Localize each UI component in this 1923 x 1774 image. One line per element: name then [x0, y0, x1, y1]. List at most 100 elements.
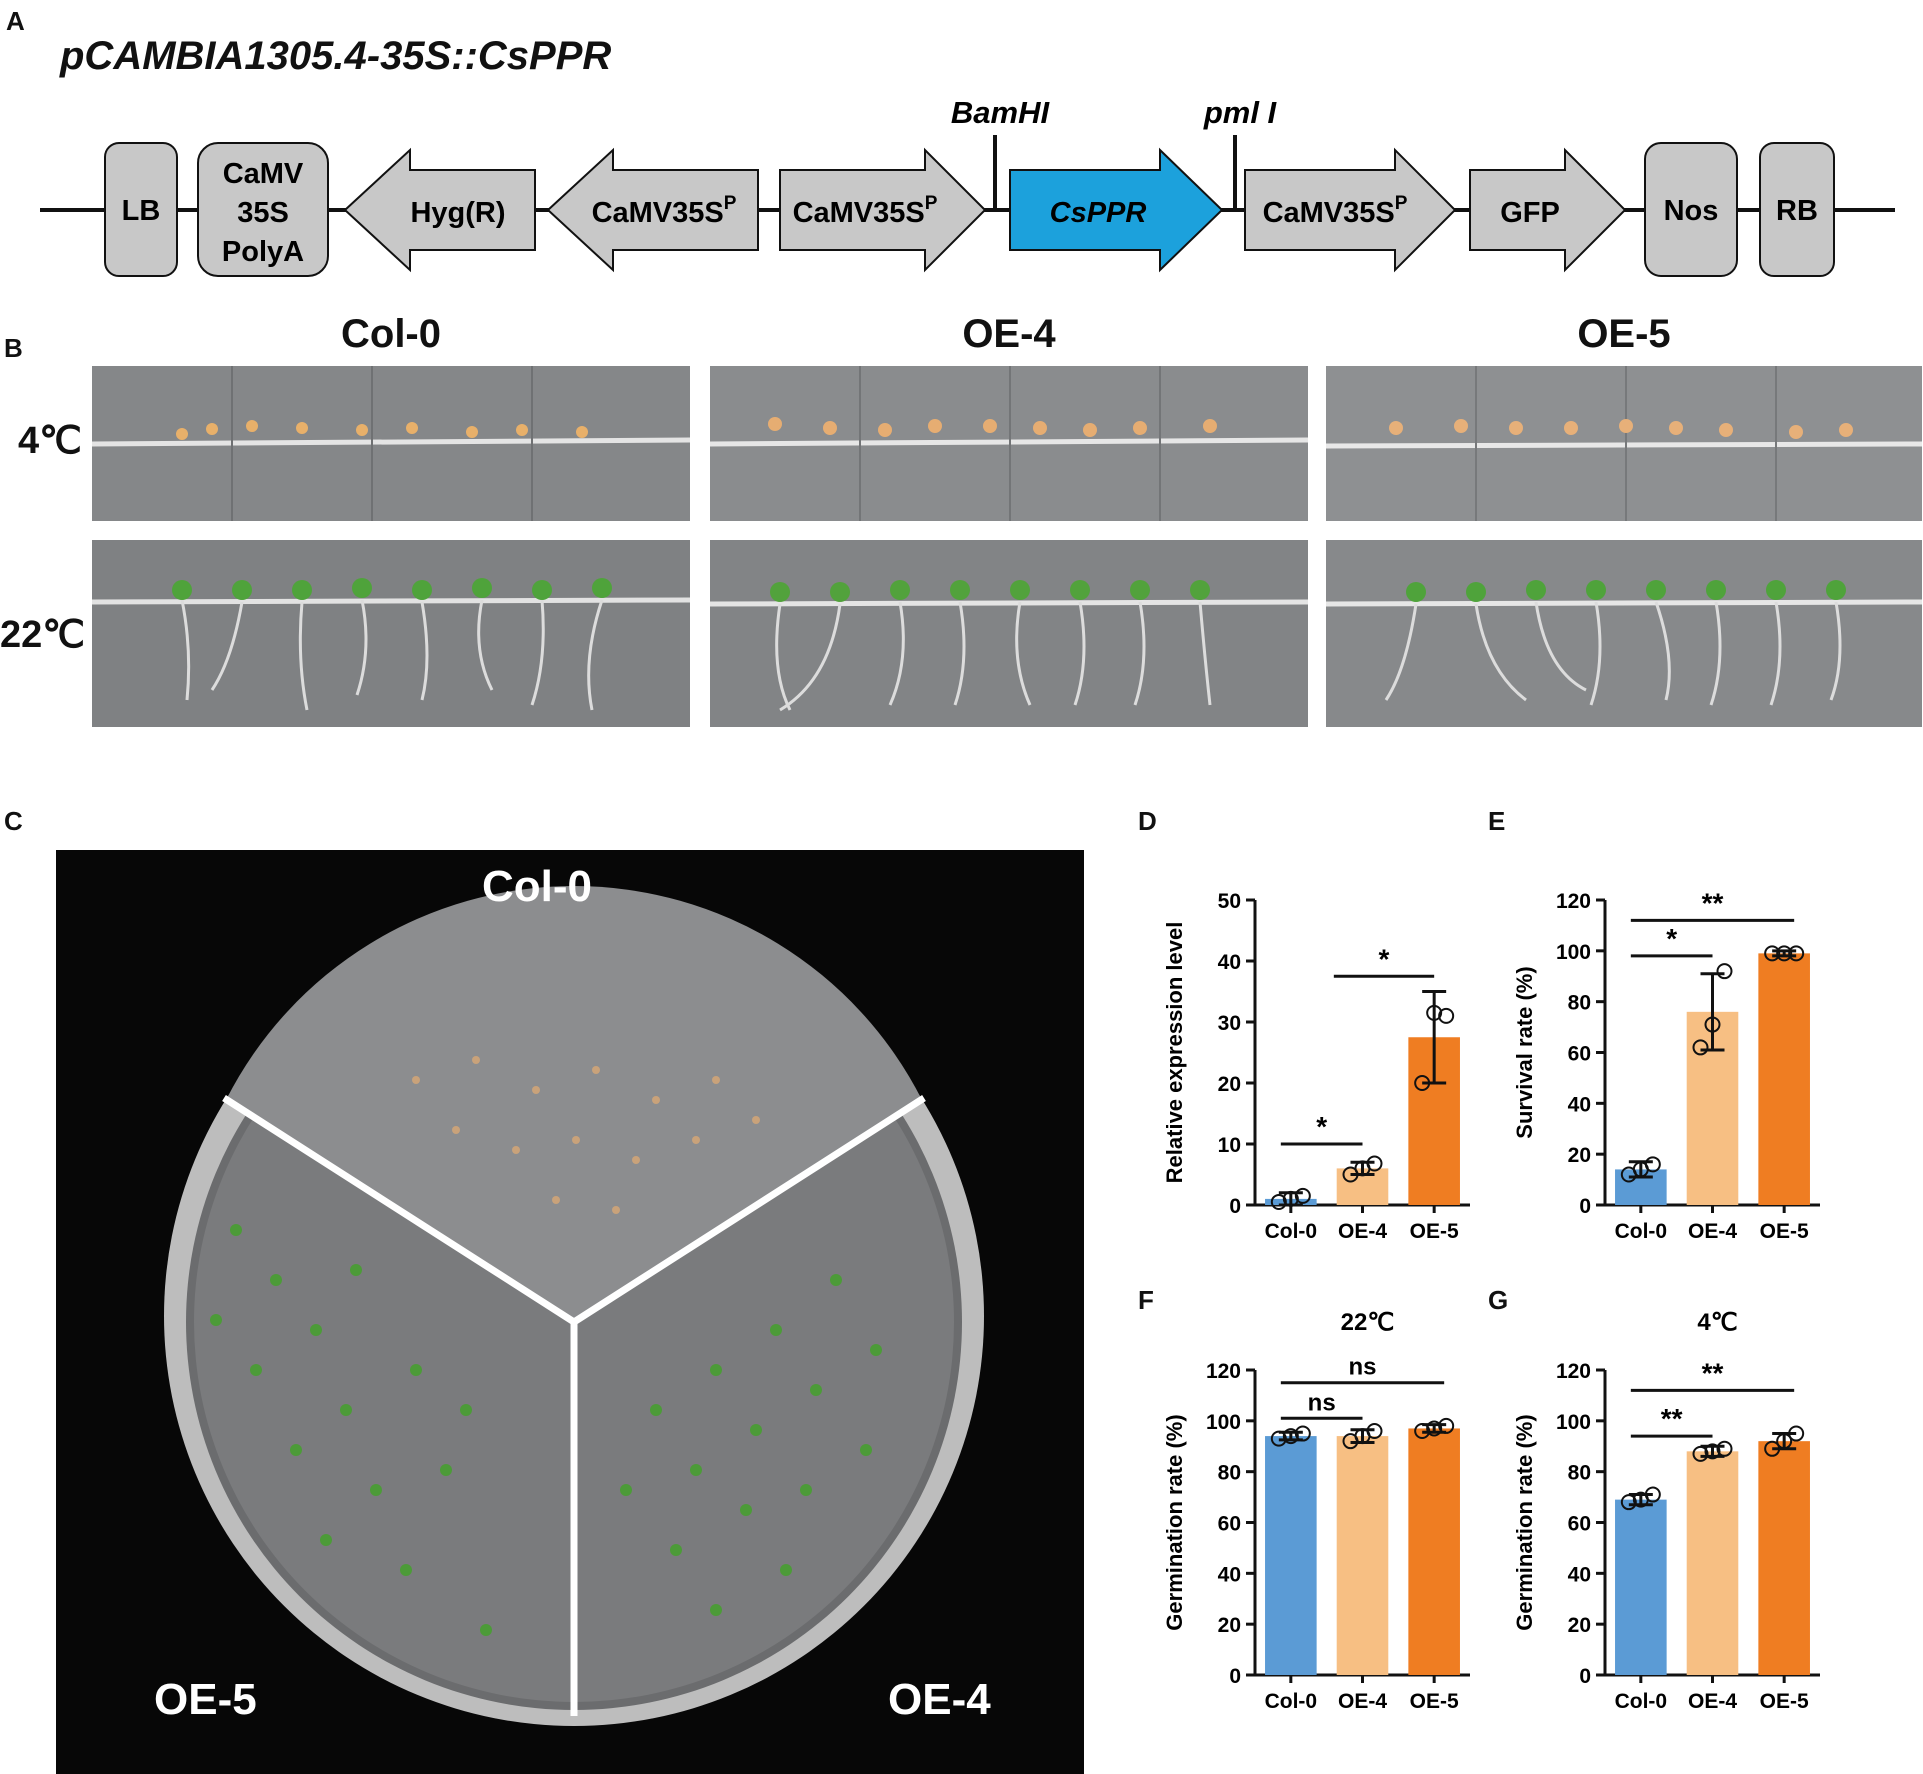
y-tick-label: 100 [1556, 941, 1591, 964]
bar-Col-0 [1615, 1499, 1667, 1675]
data-point [1644, 1486, 1661, 1503]
y-tick-label: 20 [1568, 1614, 1591, 1637]
y-tick-label: 30 [1218, 1012, 1241, 1035]
data-point [1414, 1075, 1431, 1091]
rb-label: RB [1776, 195, 1818, 227]
data-point [1294, 1187, 1311, 1204]
data-point [1764, 945, 1781, 962]
y-tick-label: 0 [1229, 1195, 1241, 1218]
x-tick-label: OE-4 [1338, 1690, 1387, 1713]
x-tick-label: OE-5 [1410, 1690, 1459, 1713]
bar-OE-5 [1758, 1441, 1810, 1675]
column-title-oe5: OE-5 [1577, 312, 1671, 356]
panel-label-g: G [1488, 1285, 1509, 1315]
rb-box [1759, 142, 1835, 277]
bar-OE-4 [1686, 1451, 1739, 1675]
nos-label: Nos [1664, 195, 1719, 227]
plate-label-oe4: OE-4 [888, 1675, 991, 1724]
significance-label: ** [1661, 1403, 1683, 1434]
polya-label-3: PolyA [222, 236, 304, 268]
data-point [1776, 1433, 1793, 1450]
data-point [1438, 1417, 1455, 1434]
camv35s-forward-label-2: CaMV35SP [1263, 193, 1408, 229]
seedling-photo-oe4-4c [710, 366, 1308, 521]
data-point [1716, 963, 1733, 980]
csppr-label: CsPPR [1050, 197, 1147, 229]
row-label-4c: 4℃ [18, 420, 82, 462]
chart-title: 4℃ [1697, 1309, 1737, 1336]
data-point [1620, 1494, 1637, 1511]
construct-title: pCAMBIA1305.4-35S::CsPPR [60, 34, 612, 78]
hyg-label: Hyg(R) [410, 197, 505, 229]
nos-box [1644, 142, 1738, 277]
significance-label: ns [1348, 1354, 1376, 1381]
lb-label: LB [122, 195, 161, 227]
row-label-22c: 22℃ [0, 614, 85, 656]
data-point [1294, 1425, 1311, 1442]
panel-label-a: A [6, 6, 25, 36]
y-axis-label: Survival rate (%) [1512, 966, 1537, 1138]
data-point [1426, 1420, 1443, 1437]
lb-box [104, 142, 178, 277]
data-point [1644, 1156, 1661, 1173]
bamhi-label: BamHI [951, 95, 1051, 130]
data-point [1692, 1039, 1709, 1056]
x-tick-label: OE-5 [1760, 1220, 1809, 1243]
data-point [1282, 1428, 1299, 1445]
y-tick-label: 50 [1218, 890, 1241, 913]
camv35s-forward-label-1: CaMV35SP [793, 193, 938, 229]
y-tick-label: 100 [1206, 1411, 1241, 1434]
y-axis-label: Germination rate (%) [1512, 1414, 1537, 1630]
y-tick-label: 20 [1218, 1614, 1241, 1637]
y-tick-label: 60 [1568, 1043, 1591, 1066]
chart-title: 22℃ [1341, 1309, 1395, 1336]
panel-label-f: F [1138, 1285, 1154, 1315]
y-tick-label: 40 [1218, 1563, 1241, 1586]
y-tick-label: 20 [1568, 1144, 1591, 1167]
data-point [1788, 945, 1805, 962]
seedling-photo-col0-22c [92, 540, 690, 727]
bar-Col-0 [1265, 1436, 1317, 1675]
panel-label-b: B [4, 333, 23, 363]
construct-map: BamHI pml I LB CaMV 35S PolyA Hyg(R) CaM… [40, 95, 1895, 277]
hyg-arrow [343, 147, 536, 273]
x-tick-label: OE-5 [1410, 1220, 1459, 1243]
data-point [1704, 1443, 1721, 1460]
y-tick-label: 80 [1568, 992, 1591, 1015]
data-point [1776, 945, 1793, 962]
y-tick-label: 100 [1556, 1411, 1591, 1434]
seedling-photo-col0-4c [92, 366, 690, 521]
gfp-label: GFP [1500, 197, 1560, 229]
polya-box [197, 142, 329, 277]
y-tick-label: 40 [1218, 951, 1241, 974]
x-tick-label: OE-4 [1688, 1220, 1737, 1243]
y-tick-label: 60 [1568, 1513, 1591, 1536]
data-point [1692, 1445, 1709, 1462]
data-point [1764, 1440, 1781, 1457]
camv35s-reverse-arrow [546, 147, 759, 273]
camv35s-forward-arrow-1 [779, 147, 987, 273]
bar-OE-5 [1758, 953, 1810, 1205]
y-tick-label: 120 [1556, 1360, 1591, 1383]
y-tick-label: 0 [1229, 1665, 1241, 1688]
x-tick-label: OE-4 [1688, 1690, 1737, 1713]
x-tick-label: Col-0 [1615, 1220, 1668, 1243]
y-tick-label: 20 [1218, 1073, 1241, 1096]
data-point [1414, 1423, 1431, 1439]
data-point [1366, 1423, 1383, 1439]
plate-photo [56, 850, 1084, 1774]
significance-label: ** [1702, 887, 1724, 918]
y-tick-label: 10 [1218, 1134, 1241, 1157]
y-tick-label: 120 [1206, 1360, 1241, 1383]
x-tick-label: OE-5 [1760, 1690, 1809, 1713]
column-title-col0: Col-0 [341, 312, 441, 356]
data-point [1270, 1430, 1287, 1447]
data-point [1426, 1004, 1443, 1021]
x-tick-label: Col-0 [1265, 1690, 1318, 1713]
pmli-label: pml I [1203, 95, 1278, 130]
seedling-photo-oe5-22c [1326, 540, 1922, 727]
